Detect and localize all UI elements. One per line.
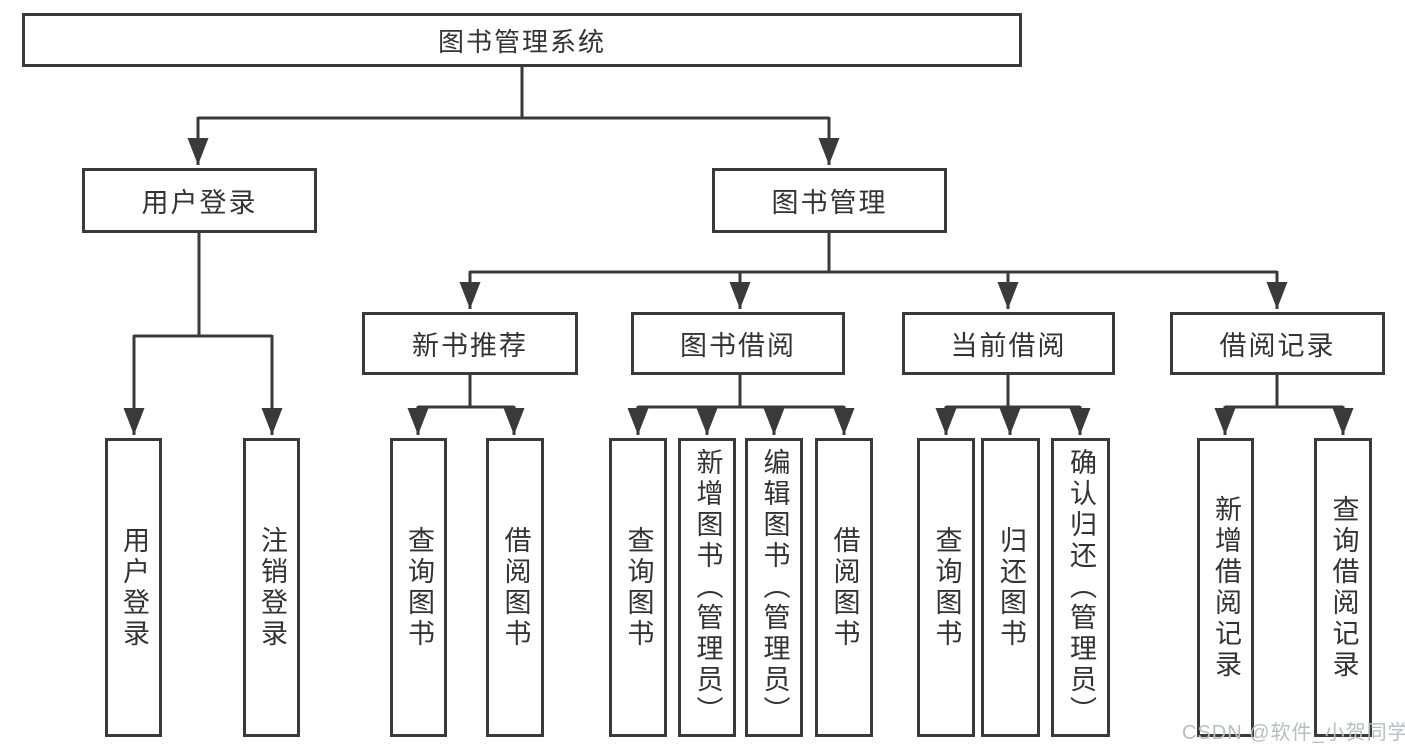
node-current-borrowing: 当前借阅 (902, 312, 1115, 375)
leaf-edit-books-admin-label: 编辑图书（管理员） (759, 448, 790, 727)
leaf-borrow-books: 借阅图书 (486, 438, 544, 737)
node-user-login-branch: 用户登录 (82, 168, 317, 233)
leaf-add-books-admin: 新增图书（管理员） (678, 438, 736, 737)
node-root-system: 图书管理系统 (22, 13, 1022, 67)
leaf-query-borrow-record: 查询借阅记录 (1314, 438, 1372, 737)
leaf-borrow-books: 借阅图书 (815, 438, 873, 737)
leaf-confirm-return-admin: 确认归还（管理员） (1051, 438, 1110, 737)
leaf-borrow-books-label: 借阅图书 (500, 525, 531, 650)
leaf-return-books: 归还图书 (981, 438, 1040, 737)
leaf-user-login: 用户登录 (105, 438, 162, 737)
leaf-return-books-label: 归还图书 (996, 525, 1026, 650)
csdn-watermark: CSDN @软件_小贺同学 (1182, 722, 1405, 744)
node-new-book-recommend: 新书推荐 (362, 312, 578, 375)
leaf-query-books-label: 查询图书 (931, 525, 962, 650)
leaf-query-books-label: 查询图书 (623, 525, 654, 650)
leaf-add-borrow-record: 新增借阅记录 (1197, 438, 1254, 737)
leaf-query-books: 查询图书 (917, 438, 975, 737)
leaf-add-books-admin-label: 新增图书（管理员） (692, 448, 723, 727)
leaf-edit-books-admin: 编辑图书（管理员） (745, 438, 803, 737)
node-book-management-branch: 图书管理 (712, 168, 947, 233)
leaf-logout-label: 注销登录 (257, 525, 287, 650)
node-borrow-records: 借阅记录 (1170, 312, 1385, 375)
leaf-confirm-return-admin-label: 确认归还（管理员） (1066, 448, 1096, 727)
leaf-user-login-label: 用户登录 (119, 525, 149, 650)
node-book-borrowing: 图书借阅 (631, 312, 845, 375)
leaf-query-books: 查询图书 (609, 438, 667, 737)
leaf-logout: 注销登录 (243, 438, 300, 737)
leaf-query-books: 查询图书 (390, 438, 447, 737)
leaf-borrow-books-label: 借阅图书 (829, 525, 860, 650)
leaf-add-borrow-record-label: 新增借阅记录 (1211, 494, 1241, 681)
leaf-query-books-label: 查询图书 (404, 525, 434, 650)
leaf-query-borrow-record-label: 查询借阅记录 (1328, 494, 1359, 681)
